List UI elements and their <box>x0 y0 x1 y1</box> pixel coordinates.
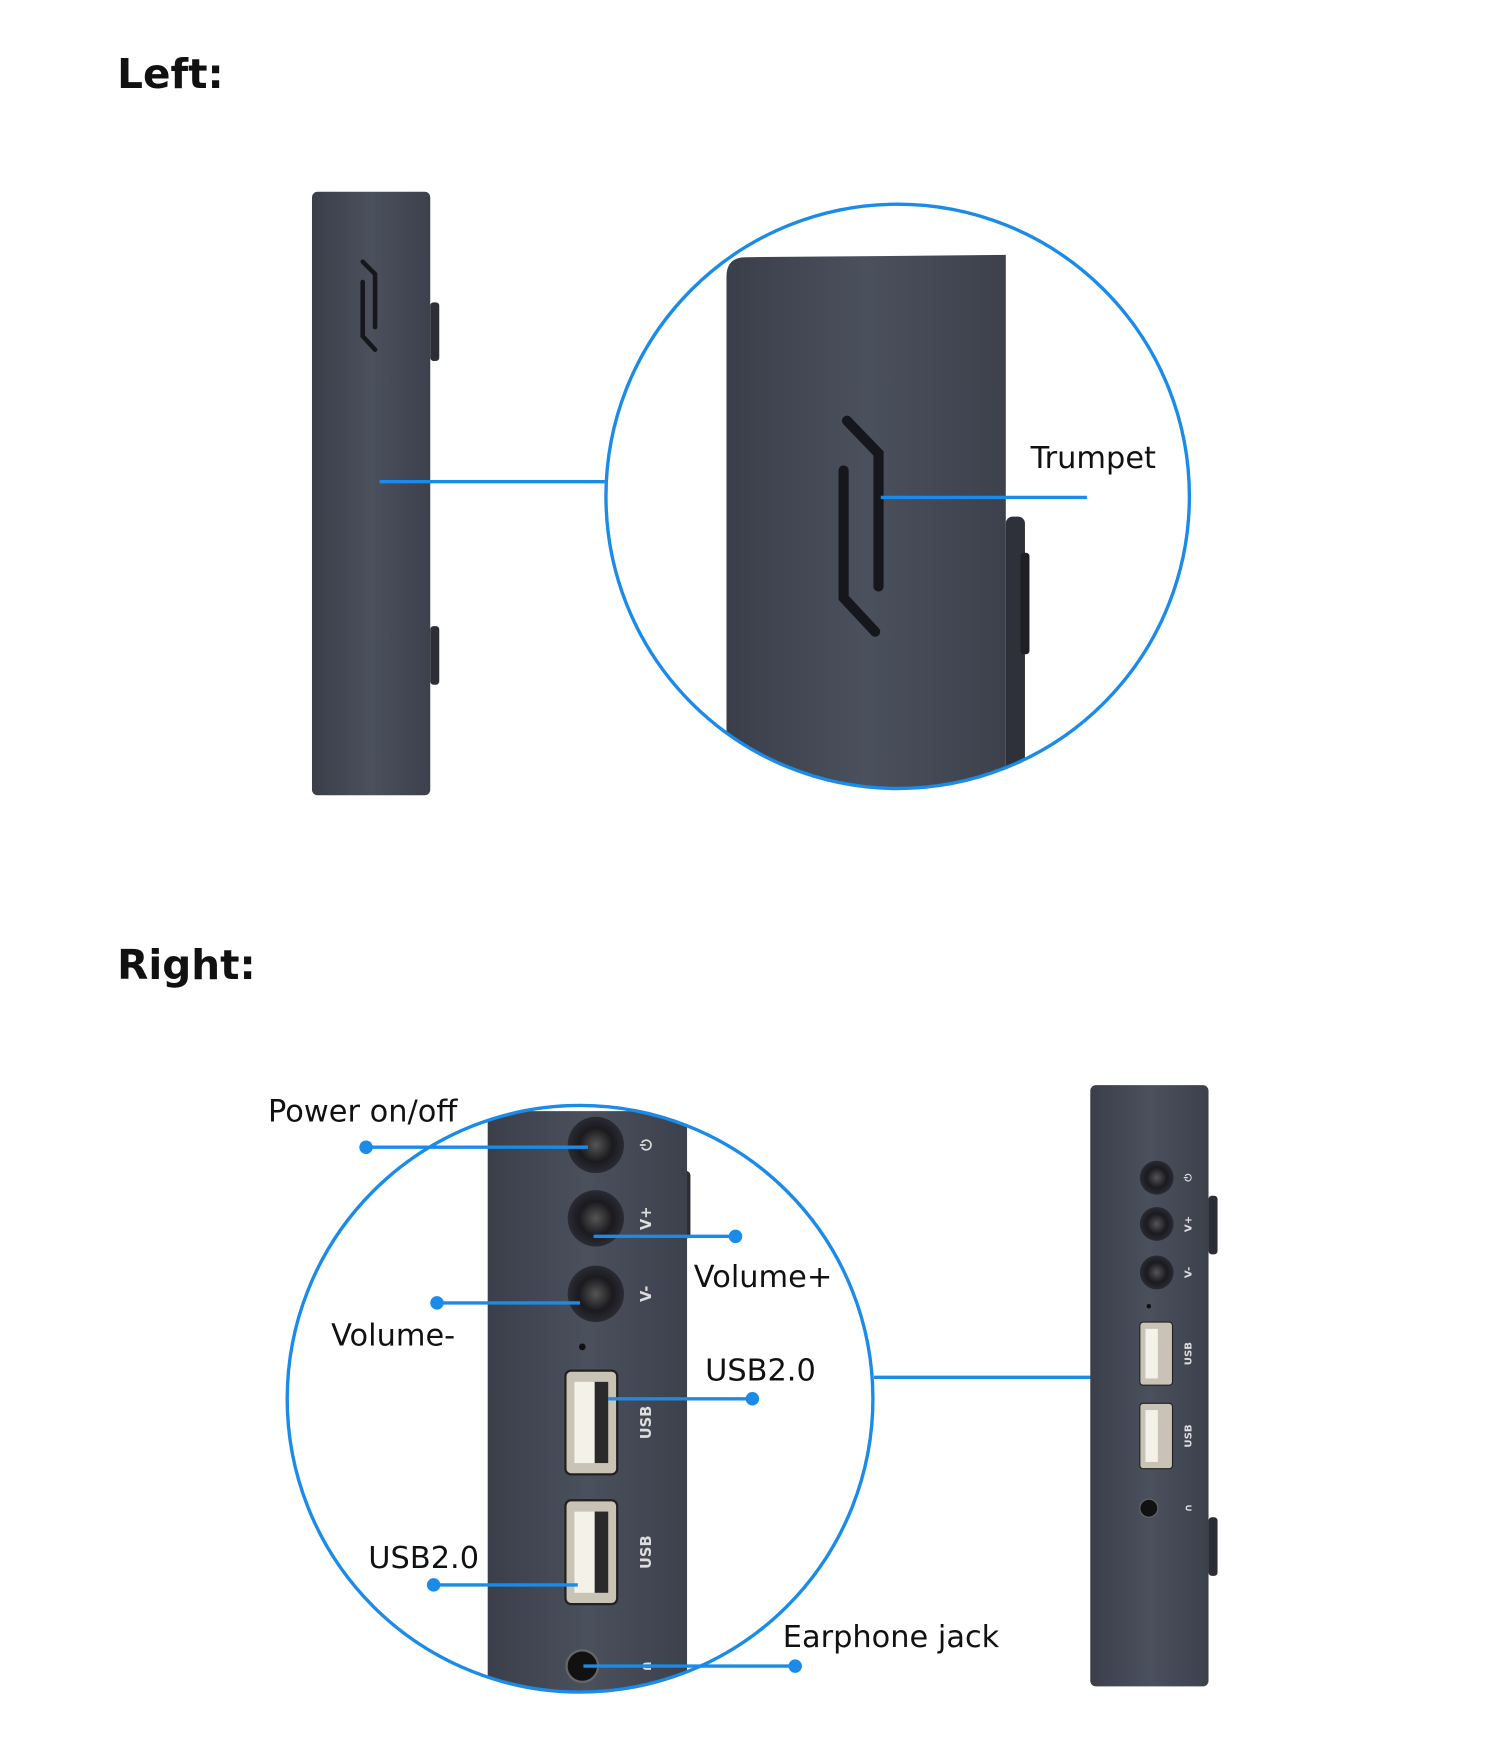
callout-volume-up: Volume+ <box>694 1260 833 1295</box>
right-device: ⏻ V+ V- USB USB ∩ <box>1090 1085 1218 1687</box>
callout-volume-down: Volume- <box>331 1319 455 1354</box>
usb-port-icon <box>1139 1321 1174 1386</box>
callout-usb-2: USB2.0 <box>368 1541 479 1576</box>
vol-up-mark: V+ <box>1184 1216 1195 1232</box>
vol-down-mark: V- <box>638 1286 655 1302</box>
usb-mark: USB <box>638 1535 655 1569</box>
right-zoom-circle: ⏻ V+ V- USB USB ∩ <box>285 1103 875 1694</box>
left-device <box>311 191 440 796</box>
power-button-icon <box>567 1116 624 1174</box>
volume-down-button-icon <box>1139 1255 1174 1290</box>
power-button-icon <box>1139 1160 1174 1195</box>
usb-mark: USB <box>1184 1424 1195 1447</box>
left-heading: Left: <box>117 50 224 98</box>
usb-mark: USB <box>638 1406 655 1440</box>
power-mark: ⏻ <box>638 1139 655 1151</box>
usb-port-icon <box>564 1369 619 1476</box>
left-zoom-circle <box>604 202 1192 791</box>
callout-usb-1: USB2.0 <box>705 1354 816 1389</box>
earphone-jack-icon <box>1139 1498 1159 1518</box>
volume-up-button-icon <box>567 1190 624 1247</box>
callout-trumpet: Trumpet <box>1030 441 1156 476</box>
leader-lines <box>359 1140 1104 1673</box>
headphone-mark: ∩ <box>1184 1504 1195 1512</box>
speaker-slot-icon <box>360 259 378 352</box>
usb-mark: USB <box>1184 1342 1195 1365</box>
volume-down-button-icon <box>567 1265 624 1323</box>
callout-earphone: Earphone jack <box>783 1620 1000 1655</box>
right-heading: Right: <box>117 941 256 989</box>
speaker-slot-icon <box>838 415 884 637</box>
usb-port-icon <box>564 1499 619 1606</box>
usb-port-icon <box>1139 1402 1174 1470</box>
volume-up-button-icon <box>1139 1207 1174 1241</box>
power-mark: ⏻ <box>1183 1174 1195 1182</box>
vol-up-mark: V+ <box>638 1206 655 1230</box>
vol-down-mark: V- <box>1184 1267 1195 1278</box>
callout-power: Power on/off <box>268 1094 458 1129</box>
